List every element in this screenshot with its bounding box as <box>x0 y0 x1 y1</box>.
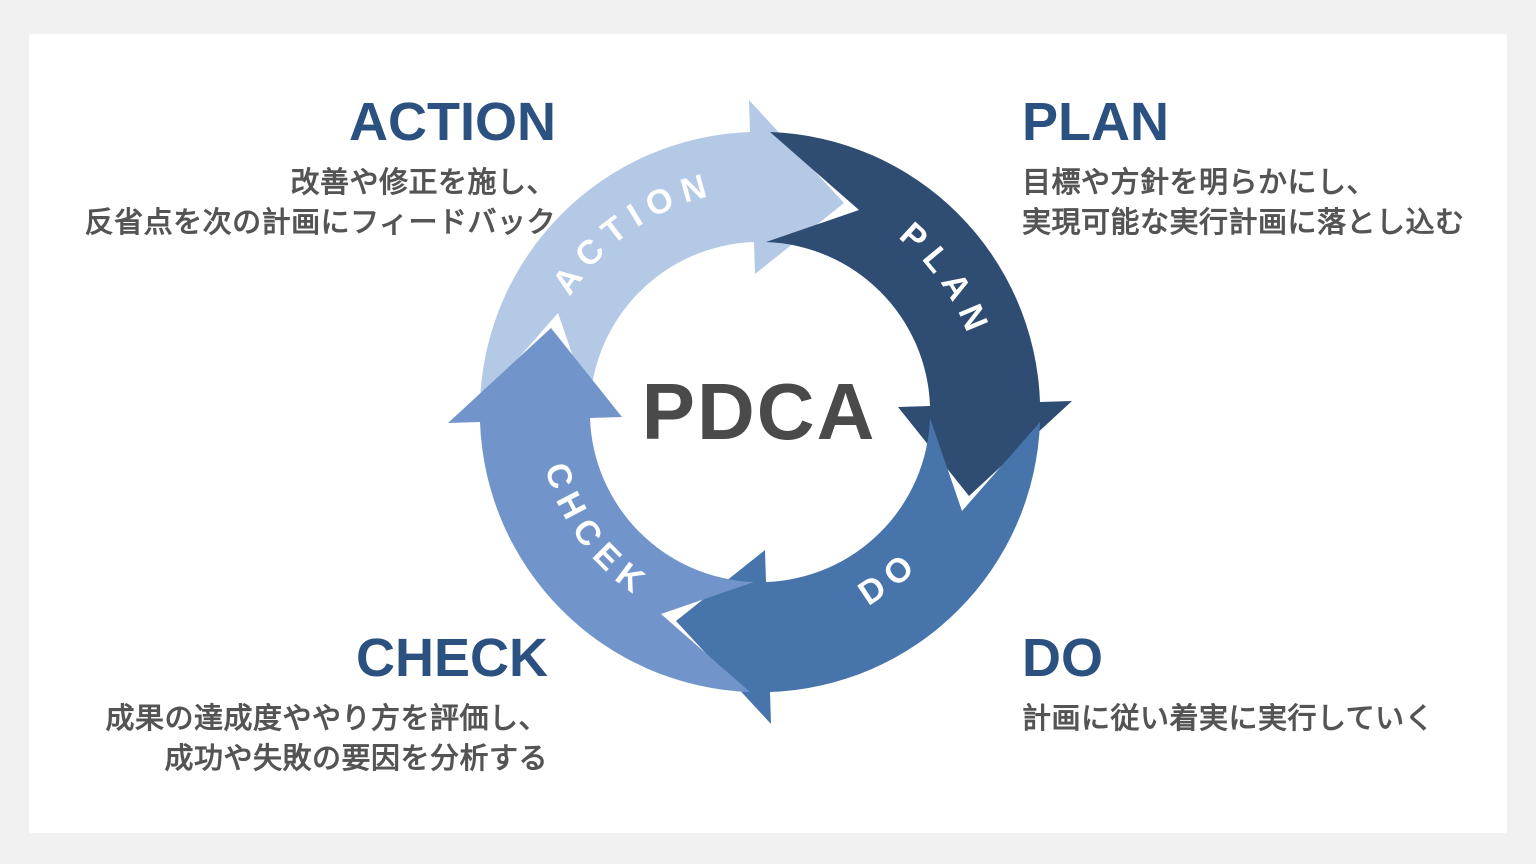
action-arrow <box>480 100 844 406</box>
section-do: DO 計画に従い着実に実行していく <box>1022 630 1492 739</box>
check-arrow <box>448 328 754 692</box>
action-title: ACTION <box>349 92 556 152</box>
check-desc-line-2: 成功や失敗の要因を分析する <box>164 742 548 775</box>
action-desc-line-2: 反省点を次の計画にフィードバック <box>84 206 556 239</box>
plan-desc-line-2: 実現可能な実行計画に落とし込む <box>1022 206 1465 239</box>
section-action: ACTION 改善や修正を施し、 反省点を次の計画にフィードバック <box>40 94 556 243</box>
section-plan: PLAN 目標や方針を明らかにし、 実現可能な実行計画に落とし込む <box>1022 94 1492 243</box>
center-pdca-label: PDCA <box>642 367 877 456</box>
do-title: DO <box>1022 628 1103 688</box>
plan-title: PLAN <box>1022 92 1169 152</box>
check-title: CHECK <box>355 628 548 688</box>
section-check: CHECK 成果の達成度ややり方を評価し、 成功や失敗の要因を分析する <box>40 630 548 779</box>
check-desc-line-1: 成果の達成度ややり方を評価し、 <box>105 702 548 735</box>
plan-arrow <box>766 132 1072 496</box>
action-desc-line-1: 改善や修正を施し、 <box>290 166 556 199</box>
do-arrow <box>676 418 1040 724</box>
do-desc-line-1: 計画に従い着実に実行していく <box>1022 702 1435 735</box>
plan-desc-line-1: 目標や方針を明らかにし、 <box>1022 166 1377 199</box>
